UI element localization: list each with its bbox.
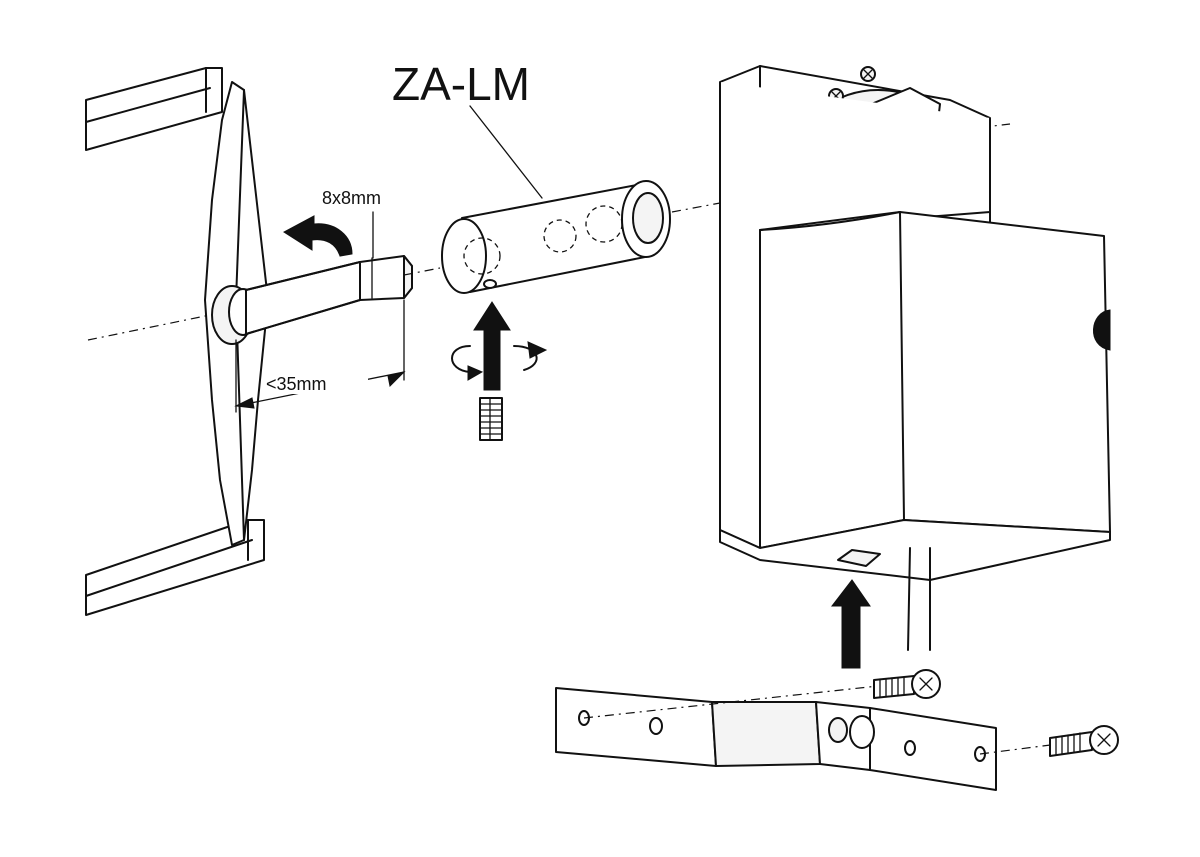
shaft-size-label: 8x8mm [322,188,381,208]
mounting-bracket [555,685,1059,791]
mount-arrow-icon [830,579,871,669]
set-screw-icon [479,397,503,441]
shaft-length-label: <35mm [266,374,327,394]
damper-shaft [211,255,441,345]
rotate-ccw-arrow-icon [283,215,353,257]
insert-arrow-icon [473,301,511,391]
dimension-shaft-size: 8x8mm [322,188,381,259]
part-name-label: ZA-LM [392,58,530,110]
za-lm-adapter: ZA-LM [392,58,721,294]
actuator [719,65,1111,581]
bracket-screw-upper-icon [873,669,941,699]
dimension-shaft-length: <35mm [234,299,406,413]
guide-lines [907,547,931,651]
rotate-screw-arrow-icon [451,341,548,381]
bracket-screw-lower-icon [1049,725,1119,757]
